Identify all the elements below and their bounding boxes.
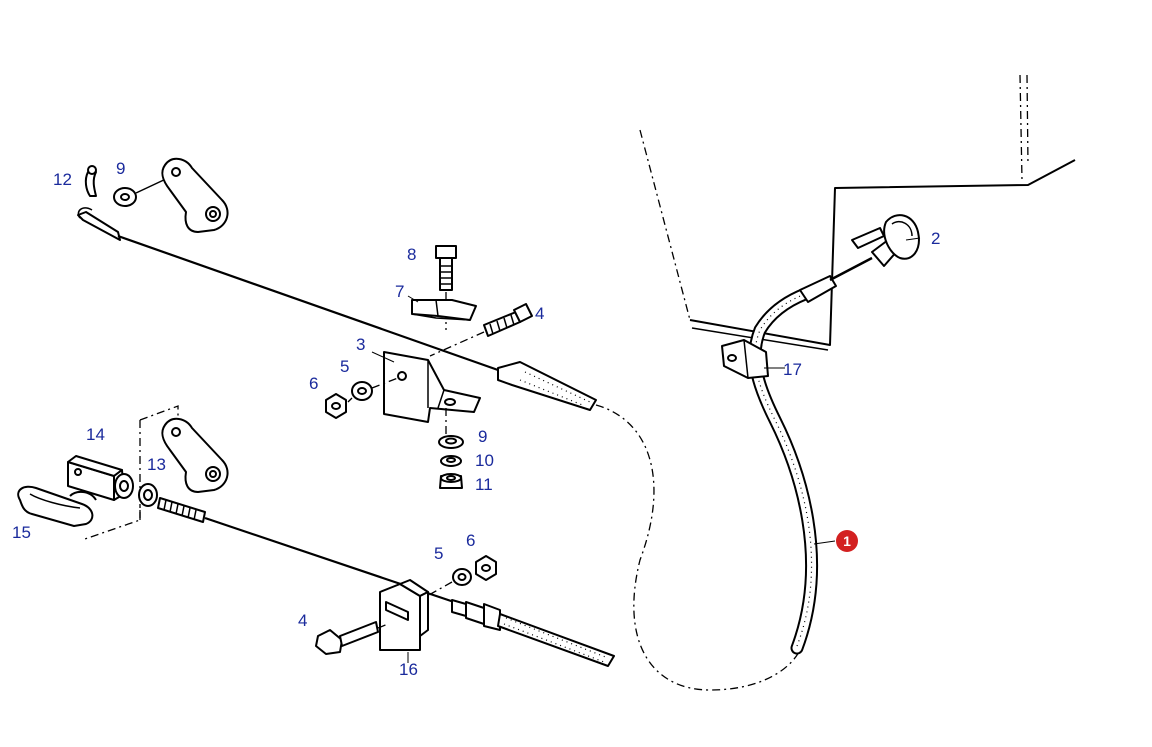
- callout-10: 10: [475, 451, 494, 470]
- callout-6-bottom: 6: [466, 531, 475, 550]
- callout-13: 13: [147, 455, 166, 474]
- callout-2: 2: [931, 229, 940, 248]
- callout-6-top: 6: [309, 374, 318, 393]
- callout-4-bottom: 4: [298, 611, 307, 630]
- callout-4-top: 4: [535, 304, 544, 323]
- spring-washer-10: [440, 455, 462, 467]
- upper-cable-sleeve: [497, 361, 597, 411]
- callout-9-mid: 9: [478, 427, 487, 446]
- highlight-marker: [836, 530, 858, 552]
- callout-9-top: 9: [116, 159, 125, 178]
- bolt-8: [435, 245, 457, 330]
- clip-7: [411, 299, 477, 321]
- nut-6-top: [325, 377, 399, 419]
- pull-handle-2: [799, 214, 920, 303]
- bolt-4-top: [429, 303, 533, 357]
- nut-11: [439, 473, 463, 489]
- callout-5-bottom: 5: [434, 544, 443, 563]
- callout-3: 3: [356, 335, 365, 354]
- cable-route-dashed: [595, 404, 801, 691]
- bolt-4-bottom: [315, 621, 389, 655]
- callout-8: 8: [407, 245, 416, 264]
- clevis-clip-15: [17, 485, 97, 527]
- cable-clip-17: [721, 339, 769, 379]
- callout-7: 7: [395, 282, 404, 301]
- callout-1: 1: [843, 533, 851, 549]
- washer-9-top: [113, 177, 169, 207]
- callout-5-top: 5: [340, 357, 349, 376]
- washer-9-mid: [438, 435, 464, 449]
- callout-12: 12: [53, 170, 72, 189]
- callout-11: 11: [475, 475, 493, 494]
- callout-labels: 1 2 3 4 4 5 5 6 6 7 8 9 9 10 11 12 13 14…: [12, 159, 940, 679]
- bracket-16: [379, 579, 429, 651]
- lower-cable-fitting: [451, 599, 615, 667]
- callout-14: 14: [86, 425, 105, 444]
- washer-5-bottom: [452, 568, 472, 586]
- bracket-3: [383, 351, 481, 436]
- leader-lines: [371, 237, 921, 663]
- split-pin-12: [84, 165, 97, 197]
- washer-5-top: [351, 381, 373, 401]
- clevis-14: [67, 455, 134, 501]
- lock-nut-13: [138, 483, 158, 507]
- callout-15: 15: [12, 523, 31, 542]
- callout-17: 17: [783, 360, 802, 379]
- lower-lever-plate: [161, 417, 229, 493]
- outer-cable-1: [748, 287, 819, 655]
- dashboard-panel-outline: [639, 74, 1076, 351]
- upper-lever-plate: [161, 157, 229, 233]
- callout-16: 16: [399, 660, 418, 679]
- upper-control-rod: [77, 207, 499, 372]
